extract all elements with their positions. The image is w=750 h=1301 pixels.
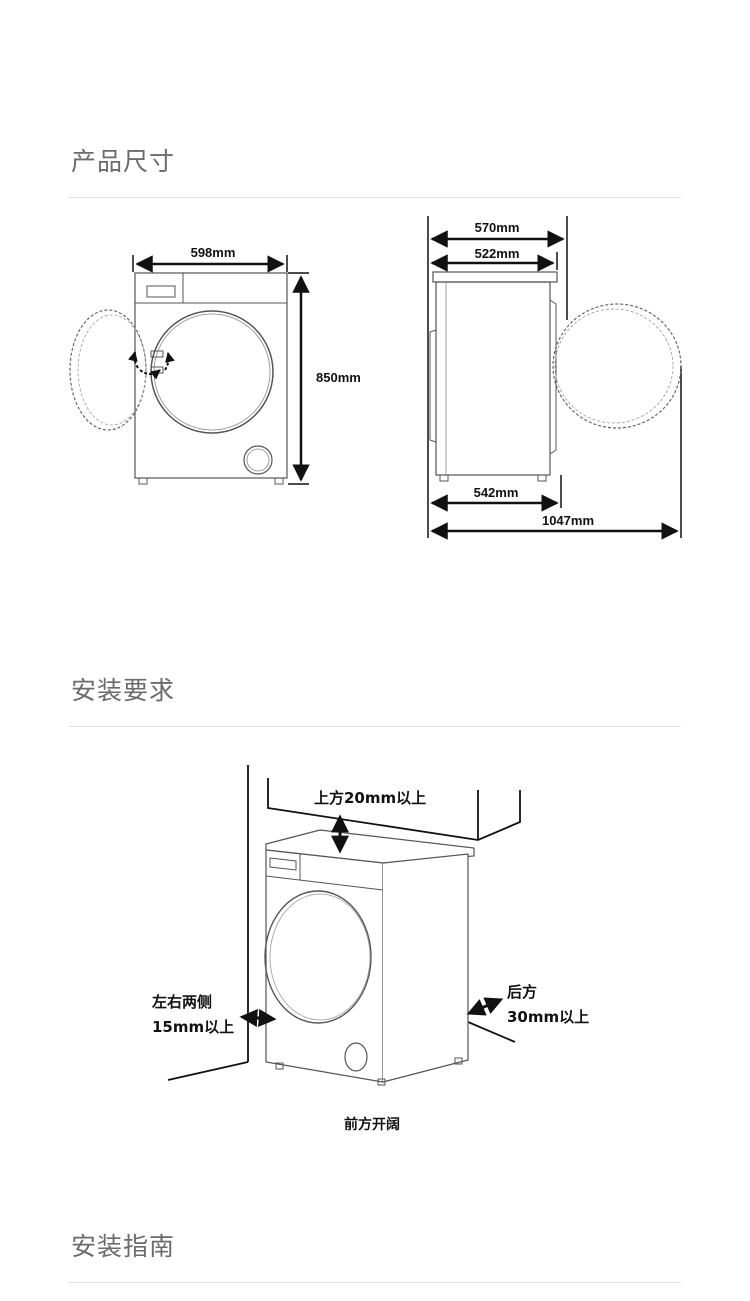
back-clearance-label-line1: 后方 (507, 983, 537, 1001)
front-clearance-label: 前方开阔 (344, 1116, 400, 1133)
front-view-washer: 598mm 850mm (69, 245, 361, 485)
front-display-panel (146, 285, 176, 298)
side-body-outline (435, 281, 551, 476)
section-title-guide: 安装指南 (71, 1232, 176, 1261)
perspective-washer (264, 829, 475, 1086)
depth-base-label: 542mm (474, 485, 519, 500)
side-clearance-label-line1: 左右两侧 (151, 993, 212, 1011)
front-width-label: 598mm (191, 245, 236, 260)
installation-requirements-diagram: 上方20mm以上 左右两侧 15mm以上 后方 30mm以上 前方开阔 (151, 765, 589, 1133)
washer-side-face (382, 853, 469, 1083)
section-divider (68, 726, 681, 727)
front-body-outline (134, 272, 288, 479)
top-clearance-label: 上方20mm以上 (314, 789, 426, 807)
back-clearance-label-line2: 30mm以上 (507, 1008, 589, 1026)
section-divider (68, 1282, 681, 1283)
height-label: 850mm (316, 370, 361, 385)
side-clearance-label-line2: 15mm以上 (152, 1018, 234, 1036)
back-clearance-arrow (466, 997, 504, 1016)
front-filter-circle (243, 445, 273, 475)
section-title-requirements: 安装要求 (71, 676, 176, 705)
side-clearance-arrow (239, 1008, 277, 1028)
dimensions-diagram: 598mm 850mm (69, 216, 682, 540)
washer-door (264, 890, 372, 1024)
washer-filter (344, 1042, 368, 1072)
side-view-washer: 570mm 522mm 542mm 1047mm (427, 216, 682, 540)
side-open-door-dashed (552, 303, 682, 429)
washer-front-face (265, 849, 384, 1083)
section-divider (68, 197, 681, 198)
floor-line (167, 1061, 249, 1081)
depth-total-label: 570mm (475, 220, 520, 235)
depth-door-open-label: 1047mm (542, 513, 594, 528)
back-floor-line (467, 1021, 516, 1043)
overhead-cabinet (267, 778, 521, 841)
front-door-circle (150, 310, 274, 434)
section-title-dimensions: 产品尺寸 (71, 147, 176, 176)
depth-body-label: 522mm (475, 246, 520, 261)
